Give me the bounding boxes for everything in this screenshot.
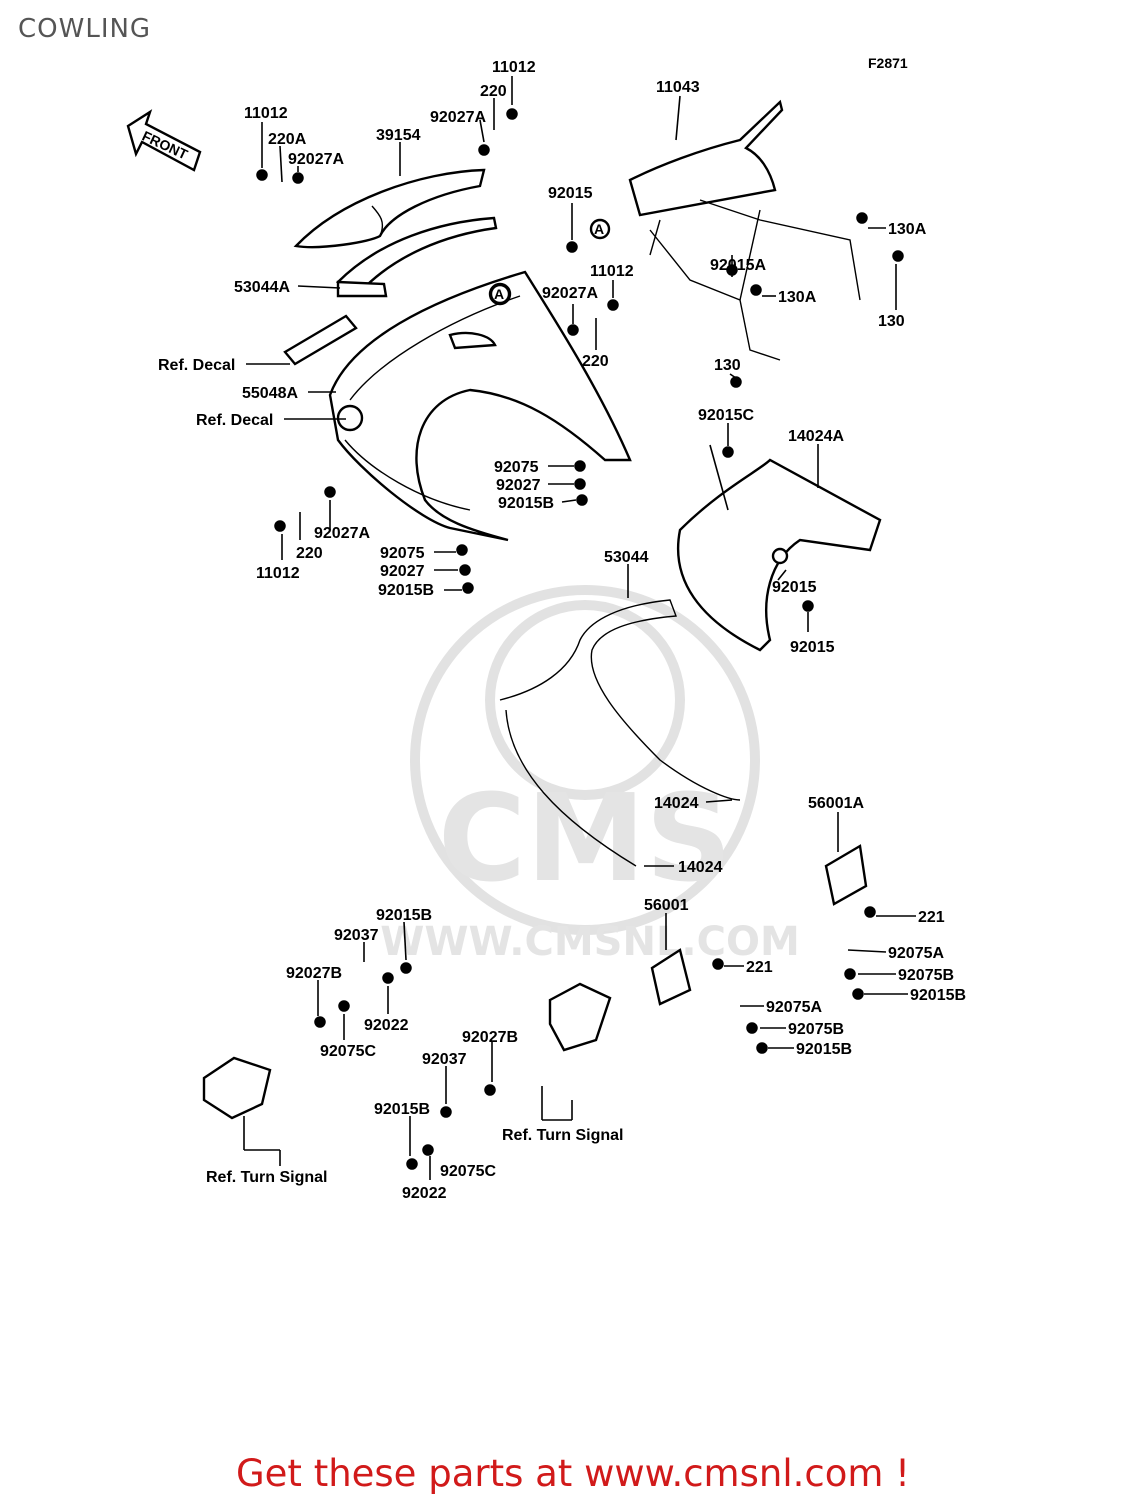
callout-label: 53044A [234,279,290,296]
callout-label: 53044 [604,549,649,566]
turn-signal-right [548,982,612,1052]
callout-label: 92015B [374,1101,430,1118]
callout-label: 92015 [548,185,593,202]
page-title: COWLING [18,14,152,44]
callout-label: Ref. Decal [158,357,235,374]
svg-text:A: A [594,221,604,237]
svg-text:A: A [494,286,504,302]
callout-label: 11012 [590,263,634,280]
callout-label: 92075C [320,1043,376,1060]
callout-label: 11012 [244,105,288,122]
callout-label: 92027 [496,477,541,494]
callout-label: 39154 [376,127,421,144]
callout-label: 92075 [494,459,539,476]
callout-label: 92027A [430,109,486,126]
cowling-molding [499,599,741,867]
fasteners [256,108,904,1170]
callout-label: 92027B [286,965,342,982]
figure-code: F2871 [868,55,908,71]
leader-lines [243,76,916,1180]
callout-label: 92027A [314,525,370,542]
callout-label: 92027A [288,151,344,168]
callout-label: 220 [296,545,323,562]
cowling-stay-frame [628,99,861,361]
callout-label: 92075B [788,1021,844,1038]
watermark-brand: CMS [438,770,732,909]
reference-marker-a: A A [489,218,611,305]
watermark-url: WWW.CMSNL.COM [380,919,800,965]
callout-label: 11043 [656,79,700,96]
callout-label: 92015B [910,987,966,1004]
inner-cowling [676,458,882,652]
callout-label: 56001 [644,897,689,914]
callout-label: Ref. Decal [196,412,273,429]
callout-label: 92075 [380,545,425,562]
decal [283,314,358,366]
callout-label: 92015C [698,407,754,424]
callout-label: 130 [714,357,741,374]
callout-label: 92075B [898,967,954,984]
front-arrow-icon: FRONT [126,109,202,172]
windshield [293,168,486,249]
mirror-left [650,948,692,1006]
callout-label: 14024A [788,428,844,445]
mirror-right [824,844,868,906]
callout-label: 14024 [654,795,699,812]
callout-label: 221 [918,909,945,926]
callout-label: 92075A [888,945,944,962]
callout-label: 11012 [492,59,536,76]
callout-label: 92027A [542,285,598,302]
callout-label: 130A [888,221,927,238]
callout-label: 220 [480,83,507,100]
callout-label: 130 [878,313,905,330]
callout-label: 55048A [242,385,298,402]
callout-label: 92015B [376,907,432,924]
callout-label: 14024 [678,859,723,876]
callout-label: 92075C [440,1163,496,1180]
callout-label: 220A [268,131,307,148]
callout-label: 92015B [378,582,434,599]
part-callouts: 11012 220 92027A 11012 220A 92027A 39154… [158,59,966,1202]
callout-label: 92022 [364,1017,409,1034]
footer-promo-link[interactable]: Get these parts at www.cmsnl.com ! [235,1452,910,1495]
callout-label: 92015 [772,579,817,596]
callout-label: 92075A [766,999,822,1016]
cms-watermark: CMS WWW.CMSNL.COM [380,585,800,965]
callout-label: 92027 [380,563,425,580]
windshield-trim [335,216,498,298]
callout-label: 221 [746,959,773,976]
callout-label: 92015B [498,495,554,512]
turn-signal-left [202,1056,272,1120]
callout-label: 11012 [256,565,300,582]
callout-label: 92037 [422,1051,467,1068]
callout-label: 92037 [334,927,379,944]
callout-label: Ref. Turn Signal [502,1127,623,1144]
callout-label: 56001A [808,795,864,812]
callout-label: 130A [778,289,817,306]
callout-label: 92022 [402,1185,447,1202]
callout-label: 92015B [796,1041,852,1058]
callout-label: 92027B [462,1029,518,1046]
callout-label: 92015 [790,639,835,656]
callout-label: Ref. Turn Signal [206,1169,327,1186]
callout-label: 220 [582,353,609,370]
callout-label: 92015A [710,257,766,274]
